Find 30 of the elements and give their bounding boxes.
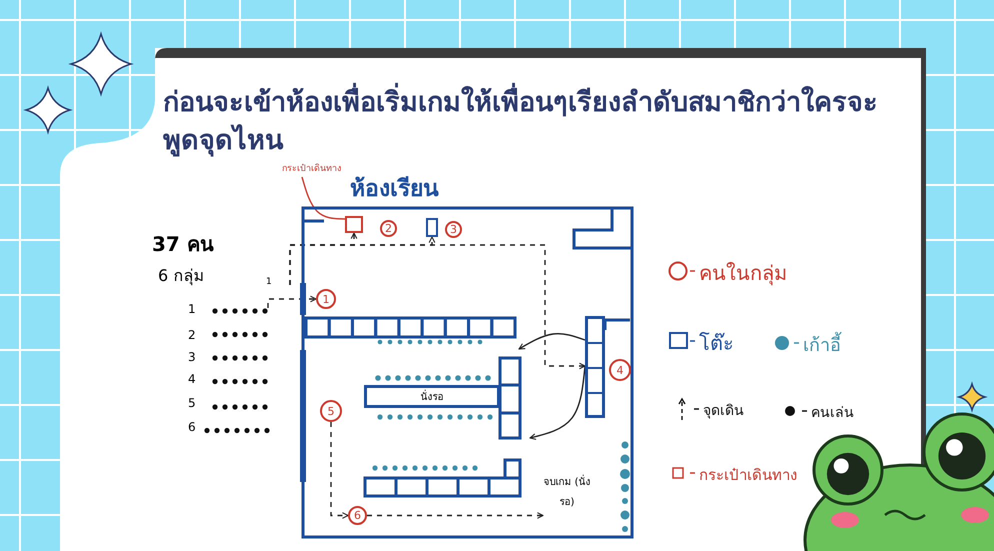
leader-line bbox=[301, 176, 346, 220]
group-number: 4 bbox=[188, 372, 196, 386]
room-heading: ห้องเรียน bbox=[350, 175, 439, 204]
end-text: จบเกม (นั่งรอ) bbox=[543, 473, 591, 517]
walking-path-arrow bbox=[267, 296, 317, 308]
walking-path-arrow bbox=[367, 512, 544, 519]
arrow bbox=[518, 332, 586, 350]
group-number: 1 bbox=[188, 302, 196, 316]
group-number: 6 bbox=[188, 420, 196, 434]
group-number: 2 bbox=[188, 328, 196, 342]
group-number: 3 bbox=[188, 350, 196, 364]
leader-text: กระเป๋าเดินทาง bbox=[282, 161, 354, 177]
legend-text: คนในกลุ่ม bbox=[699, 260, 787, 288]
desk-box bbox=[426, 218, 438, 237]
legend-text: เก้าอี้ bbox=[803, 330, 841, 360]
group-info-text: 6 กลุ่ม bbox=[158, 265, 204, 288]
desk-column bbox=[585, 316, 605, 418]
legend-text: คนเล่น bbox=[811, 404, 854, 424]
walking-path-arrow bbox=[330, 422, 349, 519]
slide-title: ก่อนจะเข้าห้องเพื่อเริ่มเกมให้เพื่อนๆเรียงลำดับสมาชิกว่าใครจะพูดจุดไหน bbox=[163, 84, 888, 160]
group-number: 1 bbox=[266, 277, 272, 287]
legend-text: กระเป๋าเดินทาง bbox=[699, 464, 797, 486]
group-info-text: 37 คน bbox=[152, 231, 214, 258]
desk-row: นั่งรอ bbox=[364, 385, 500, 408]
legend-text: โต๊ะ bbox=[699, 330, 734, 357]
legend-text: จุดเดิน bbox=[703, 402, 744, 422]
suitcase-box bbox=[345, 216, 363, 233]
arrow bbox=[529, 366, 586, 440]
walking-path-arrow bbox=[289, 244, 586, 370]
group-number: 5 bbox=[188, 396, 196, 410]
